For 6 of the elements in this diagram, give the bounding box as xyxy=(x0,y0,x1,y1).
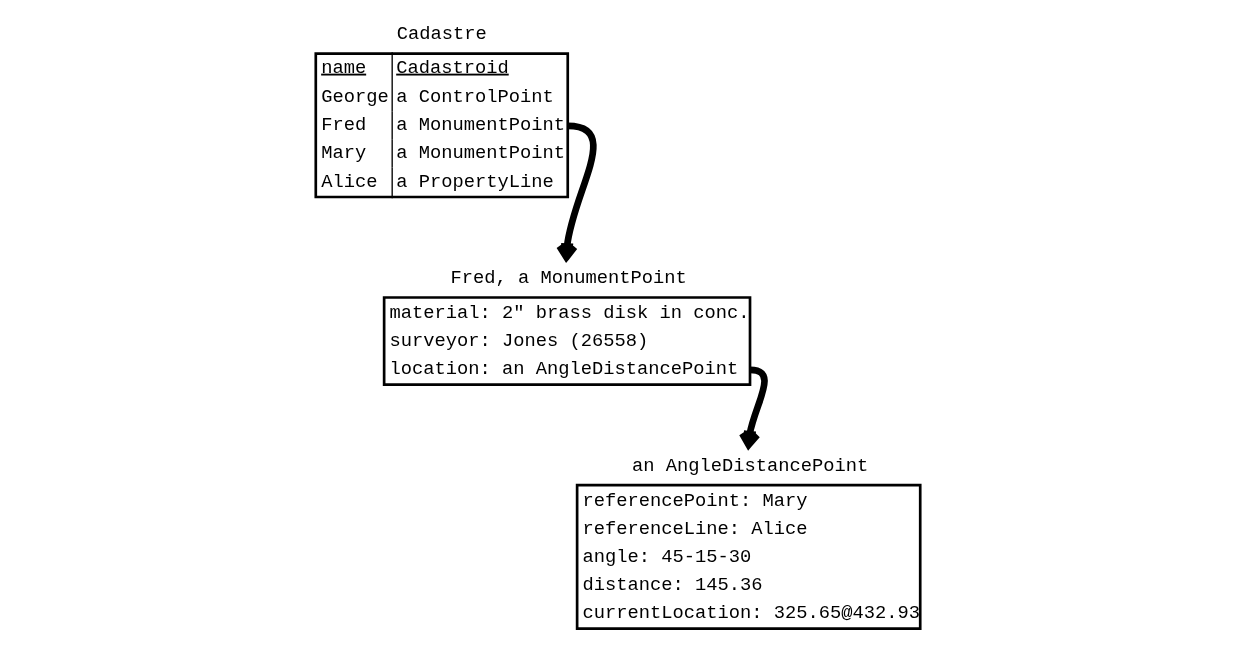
node-box: material: 2" brass disk in conc. surveyor: Jones (26558) location: an AngleDistancePoint xyxy=(382,296,752,386)
node-box: referencePoint: Mary referenceLine: Alice angle: 45-15-30 distance: 145.36 currentLocation: 325.65@432.93 xyxy=(575,483,922,630)
arrow xyxy=(738,366,768,449)
node-label: Cadastre xyxy=(396,23,487,46)
node-label: an AngleDistancePoint xyxy=(632,454,869,477)
node-label: Fred, a MonumentPoint xyxy=(450,267,687,290)
